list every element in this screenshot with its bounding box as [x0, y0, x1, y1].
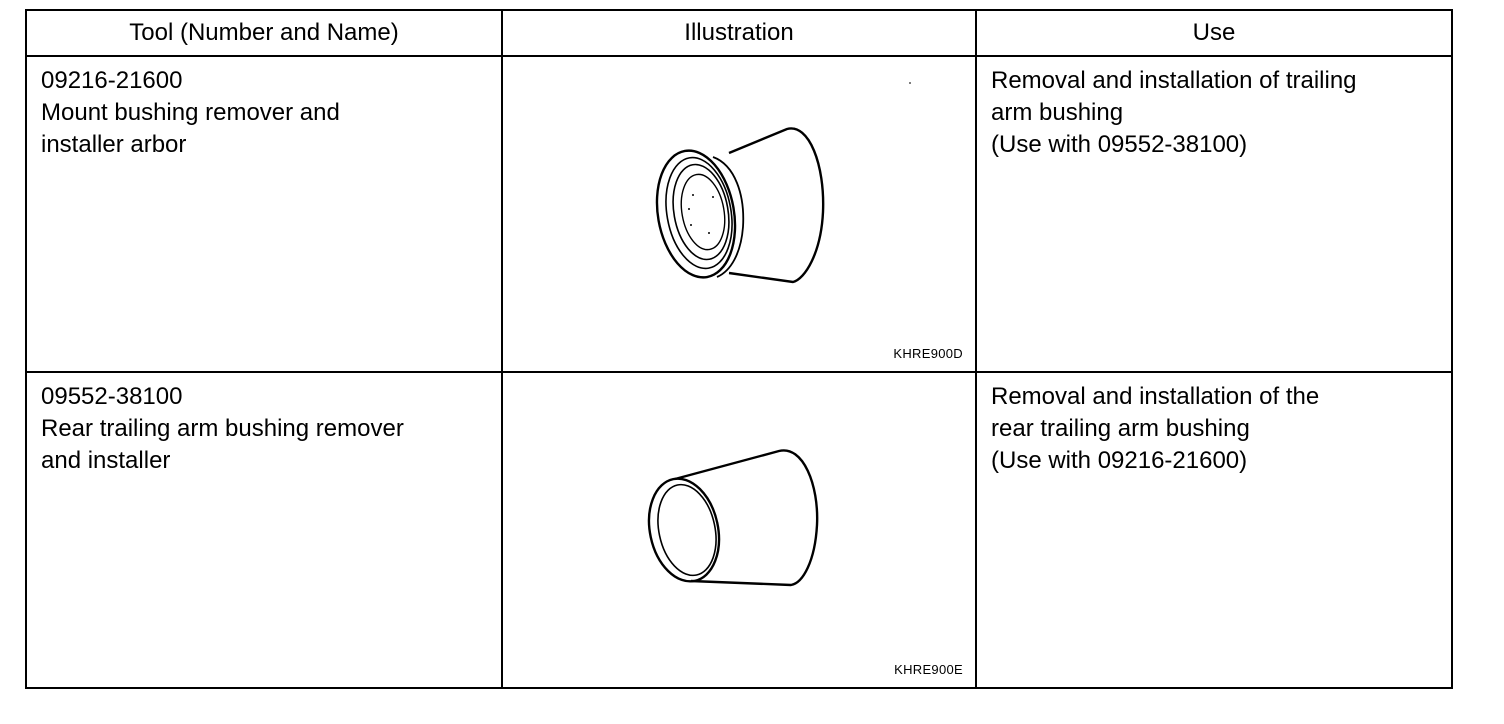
tool-name-line: Mount bushing remover and	[41, 99, 340, 126]
tool-number: 09216-21600	[41, 67, 183, 94]
tool-cell: 09216-21600 Mount bushing remover and in…	[25, 55, 503, 373]
use-line: arm bushing	[991, 99, 1124, 126]
illustration-cell: KHRE900E	[501, 371, 977, 689]
use-line: Removal and installation of trailing	[991, 67, 1357, 94]
tool-cell: 09552-38100 Rear trailing arm bushing re…	[25, 371, 503, 689]
tool-number: 09552-38100	[41, 383, 183, 410]
special-tools-table: Tool (Number and Name) Illustration Use …	[25, 9, 1453, 689]
scan-speck	[909, 82, 911, 84]
illustration-cell: KHRE900D	[501, 55, 977, 373]
tool-name-line: and installer	[41, 447, 171, 474]
table-row: 09552-38100 Rear trailing arm bushing re…	[25, 371, 1453, 689]
use-cell: Removal and installation of trailing arm…	[975, 55, 1453, 373]
figure-code: KHRE900E	[894, 662, 963, 677]
header-tool: Tool (Number and Name)	[25, 9, 503, 57]
use-line: (Use with 09552-38100)	[991, 131, 1248, 158]
use-cell: Removal and installation of the rear tra…	[975, 371, 1453, 689]
sleeve-bushing-installer-icon	[647, 449, 819, 587]
header-use: Use	[975, 9, 1453, 57]
flanged-bushing-arbor-icon	[655, 127, 825, 284]
table-header-row: Tool (Number and Name) Illustration Use	[25, 9, 1453, 57]
use-line: rear trailing arm bushing	[991, 415, 1250, 442]
header-illustration: Illustration	[501, 9, 977, 57]
tool-name-line: Rear trailing arm bushing remover	[41, 415, 404, 442]
use-line: (Use with 09216-21600)	[991, 447, 1248, 474]
figure-code: KHRE900D	[893, 346, 963, 361]
tool-name-line: installer arbor	[41, 131, 187, 158]
use-line: Removal and installation of the	[991, 383, 1320, 410]
table-row: 09216-21600 Mount bushing remover and in…	[25, 55, 1453, 373]
